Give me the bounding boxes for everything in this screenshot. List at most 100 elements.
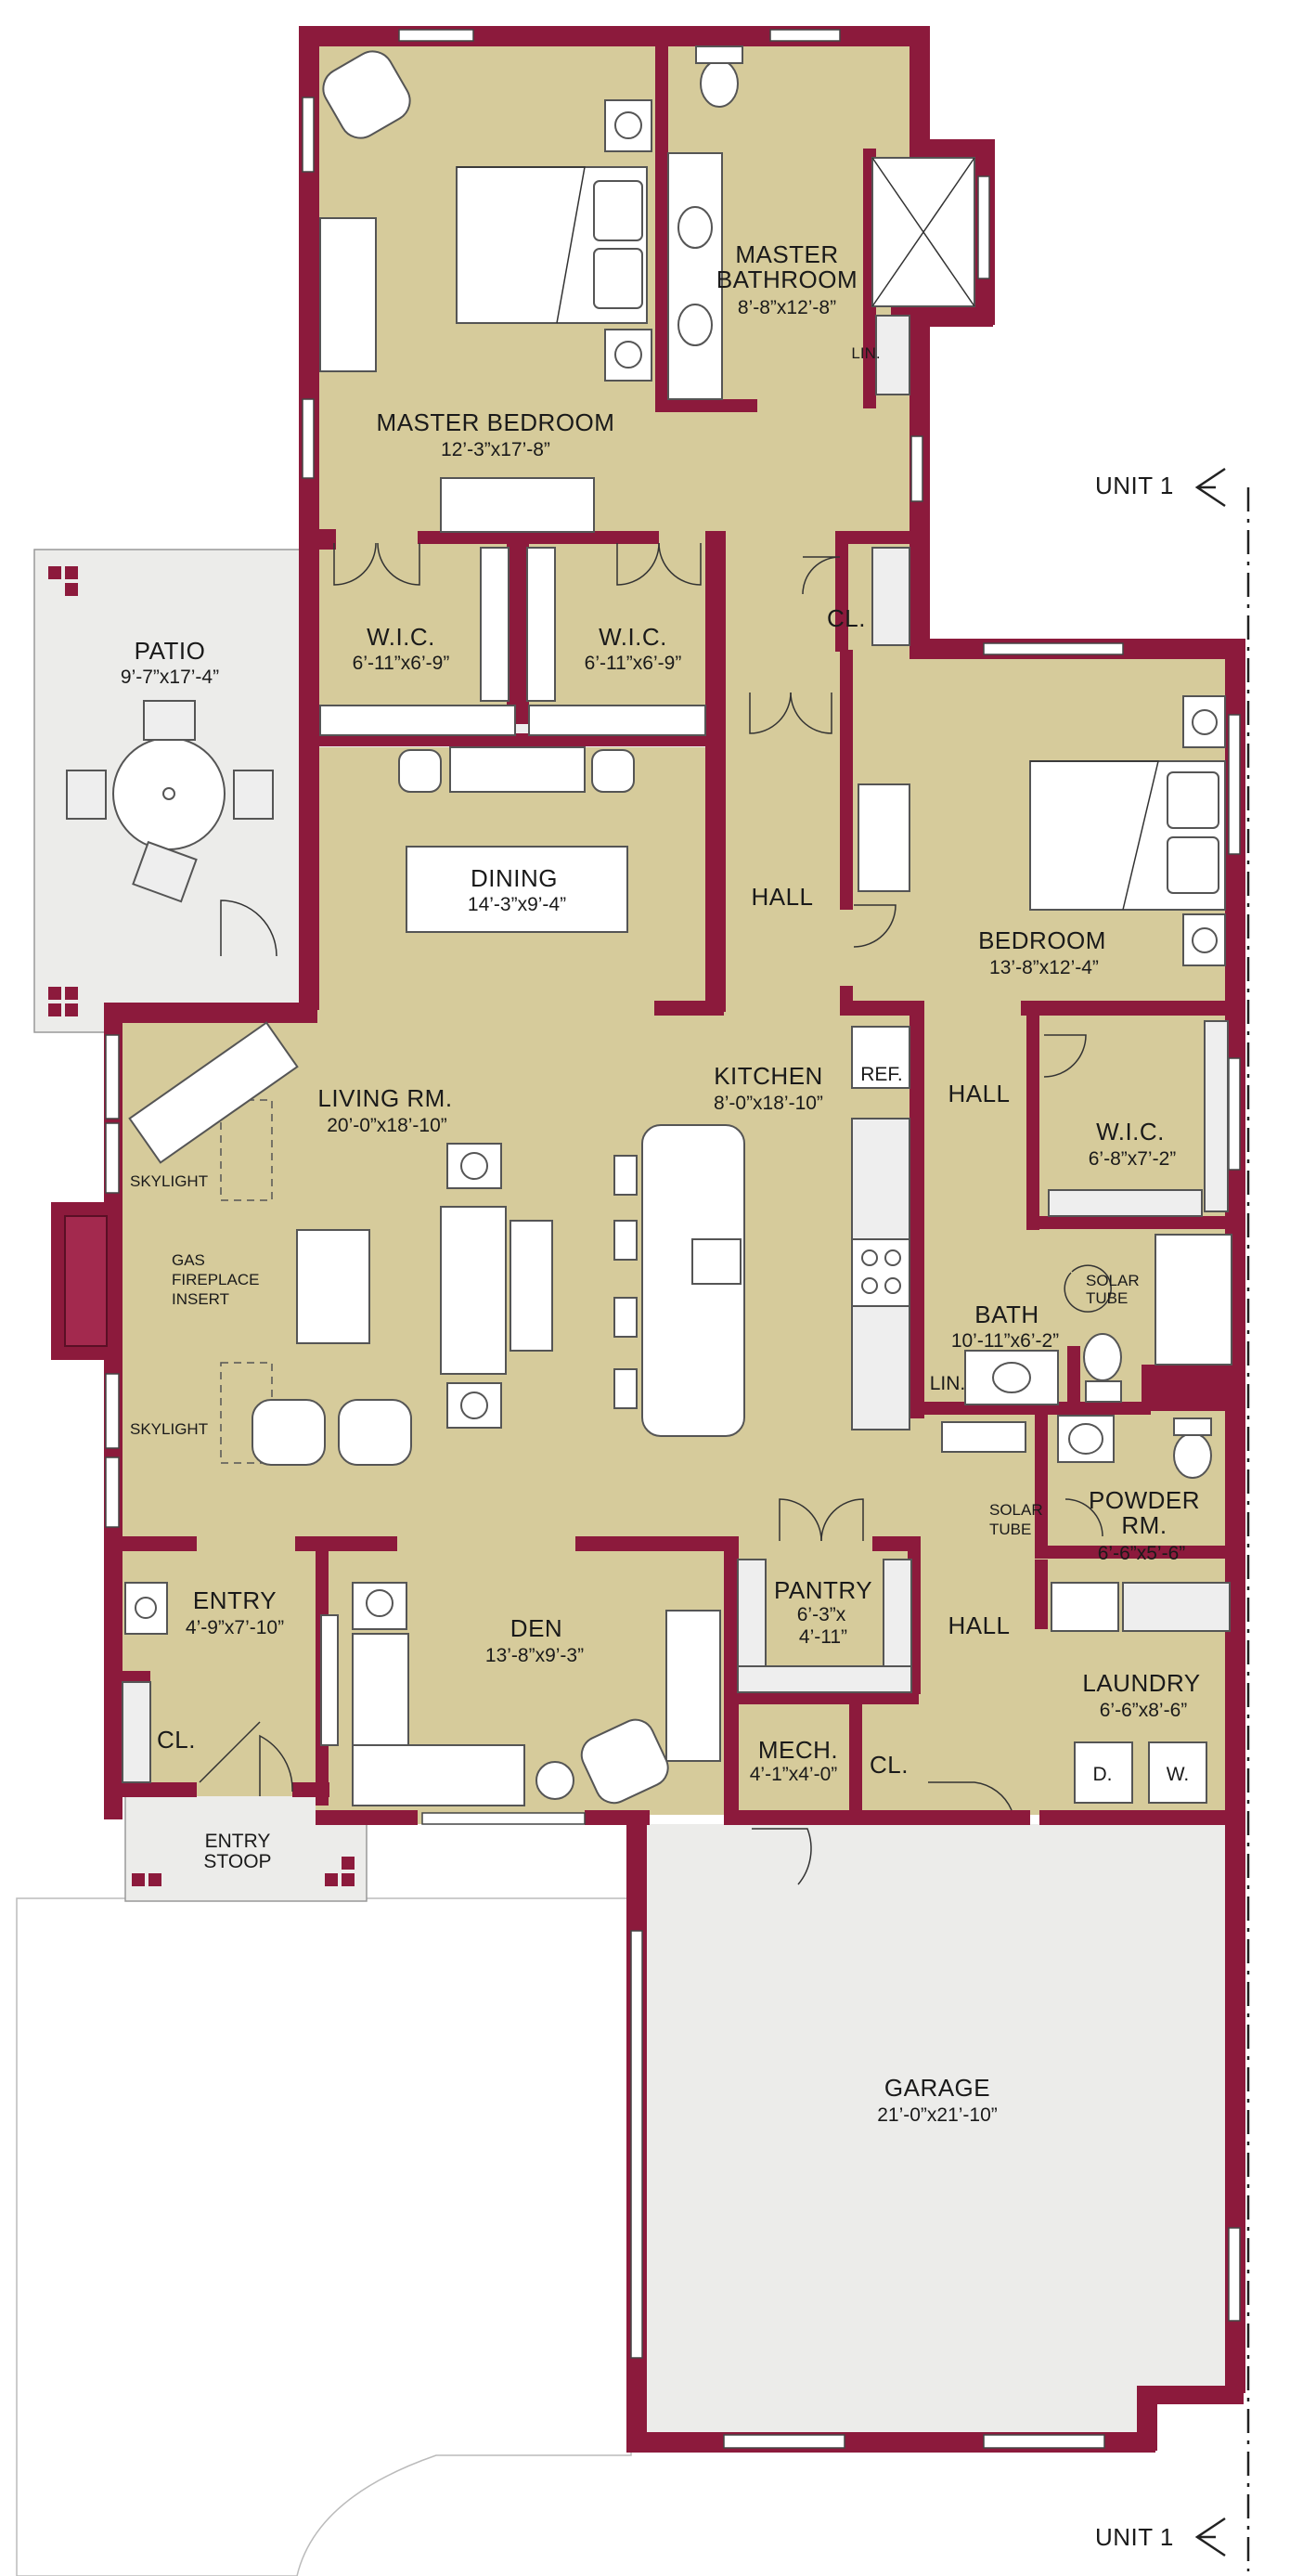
garage-dims: 21’-0”x21’-10” <box>877 2104 998 2126</box>
living-room-label: LIVING RM. <box>317 1084 452 1112</box>
bedroom-label: BEDROOM <box>978 926 1106 954</box>
linen-shelf <box>875 315 910 395</box>
door-swings <box>199 542 1112 1885</box>
nightstand <box>604 329 652 382</box>
hall-mid-label: HALL <box>948 1080 1010 1107</box>
entry-stoop-label-2: STOOP <box>203 1851 271 1872</box>
furniture <box>66 45 1232 1806</box>
entry-closet-label: CL. <box>157 1726 196 1754</box>
mech-label: MECH. <box>758 1736 838 1764</box>
washer-label: W. <box>1167 1764 1190 1785</box>
dryer <box>1074 1741 1133 1804</box>
tv-console <box>665 1610 721 1762</box>
skylight-bottom-label: SKYLIGHT <box>130 1420 208 1438</box>
dining-dims: 14’-3”x9’-4” <box>468 894 566 915</box>
garage-floor <box>640 1824 1234 2441</box>
master-bedroom-label: MASTER BEDROOM <box>377 408 615 436</box>
closet-label: CL. <box>827 604 866 632</box>
refrigerator-label: REF. <box>860 1064 903 1085</box>
entry-dims: 4’-9”x7’-10” <box>186 1617 284 1638</box>
armchair <box>252 1399 326 1466</box>
dining-label: DINING <box>471 864 558 892</box>
bath-label: BATH <box>974 1301 1038 1328</box>
mech-dims: 4’-1”x4’-0” <box>750 1764 838 1785</box>
pantry-label: PANTRY <box>774 1576 872 1604</box>
tub <box>1155 1234 1232 1366</box>
chair <box>398 749 442 793</box>
dresser <box>858 783 910 892</box>
living-room-dims: 20’-0”x18’-10” <box>327 1115 447 1136</box>
garage-label: GARAGE <box>884 2074 990 2102</box>
hall-upper-label: HALL <box>751 883 813 911</box>
entry-label: ENTRY <box>193 1586 277 1614</box>
corner-marks <box>48 566 355 1886</box>
dresser <box>319 217 377 372</box>
laundry-sink <box>1051 1582 1119 1632</box>
solar-tube-bath-1: SOLAR <box>1086 1272 1140 1289</box>
master-bathroom-dims: 8’-8”x12’-8” <box>738 297 836 318</box>
room-labels: MASTER BEDROOM 12’-3”x17’-8” MASTER BATH… <box>121 240 1200 2551</box>
pantry-dims-1: 6’-3”x <box>797 1604 846 1625</box>
hall-lower-label: HALL <box>948 1612 1010 1639</box>
pantry-dims-2: 4’-11” <box>799 1626 847 1648</box>
buffet <box>449 746 586 793</box>
bath-linen-label: LIN. <box>930 1373 966 1394</box>
bedroom-wic-label: W.I.C. <box>1096 1118 1165 1146</box>
fireplace-label-1: GAS <box>172 1251 205 1269</box>
wic-right-dims: 6’-11”x6’-9” <box>585 653 682 674</box>
skylight <box>220 1362 273 1464</box>
patio-label: PATIO <box>135 637 206 665</box>
driveway <box>16 1897 632 2576</box>
nightstand <box>1182 695 1226 748</box>
master-bathroom-label-2: BATHROOM <box>716 265 858 293</box>
solar-tube-bath-2: TUBE <box>1086 1289 1128 1307</box>
master-bedroom-dims: 12’-3”x17’-8” <box>441 439 550 460</box>
skylight <box>220 1099 273 1201</box>
chair <box>591 749 635 793</box>
laundry-dims: 6’-6”x8’-6” <box>1100 1700 1188 1721</box>
windows <box>105 29 1241 2449</box>
armchair <box>322 50 411 139</box>
refrigerator <box>851 1026 910 1089</box>
unit-marker-top: UNIT 1 <box>1095 472 1174 499</box>
toilet <box>1173 1432 1212 1479</box>
powder-room-label: POWDER <box>1089 1486 1200 1514</box>
patio-dims: 9’-7”x17’-4” <box>121 667 219 688</box>
solar-tube-powder-1: SOLAR <box>989 1501 1043 1519</box>
wic-right-label: W.I.C. <box>599 623 667 651</box>
dining-table <box>406 846 628 933</box>
vanity <box>667 152 723 400</box>
kitchen-dims: 8’-0”x18’-10” <box>714 1093 823 1114</box>
bench <box>440 477 595 533</box>
toilet <box>700 59 739 108</box>
kitchen-label: KITCHEN <box>714 1062 823 1090</box>
fireplace-label-2: FIREPLACE <box>172 1271 259 1288</box>
sofa <box>440 1206 507 1375</box>
lower-closet-label: CL. <box>870 1751 909 1779</box>
fireplace-label-3: INSERT <box>172 1290 229 1308</box>
armchair <box>580 1718 669 1805</box>
powder-room-label-2: RM. <box>1121 1511 1167 1539</box>
wic-left-label: W.I.C. <box>367 623 435 651</box>
skylight-top-label: SKYLIGHT <box>130 1172 208 1190</box>
console <box>128 1021 299 1164</box>
linen-label: LIN. <box>851 344 880 362</box>
den-label: DEN <box>510 1614 562 1642</box>
ottoman <box>510 1220 553 1352</box>
solar-tube-powder-2: TUBE <box>989 1521 1031 1538</box>
armchair <box>338 1399 412 1466</box>
washer <box>1148 1741 1207 1804</box>
coffee-table <box>296 1229 370 1344</box>
bedroom-wic-dims: 6’-8”x7’-2” <box>1089 1148 1177 1170</box>
wic-left-dims: 6’-11”x6’-9” <box>353 653 450 674</box>
den-dims: 13’-8”x9’-3” <box>485 1645 584 1666</box>
entry-stoop-label: ENTRY <box>205 1831 271 1852</box>
bedroom-dims: 13’-8”x12’-4” <box>989 957 1099 978</box>
floor-area <box>113 30 1234 1824</box>
unit-marker-bottom: UNIT 1 <box>1095 2523 1174 2551</box>
toilet <box>1083 1333 1122 1381</box>
laundry-label: LAUNDRY <box>1082 1669 1200 1697</box>
range <box>851 1238 910 1307</box>
master-bathroom-label: MASTER <box>735 240 838 268</box>
